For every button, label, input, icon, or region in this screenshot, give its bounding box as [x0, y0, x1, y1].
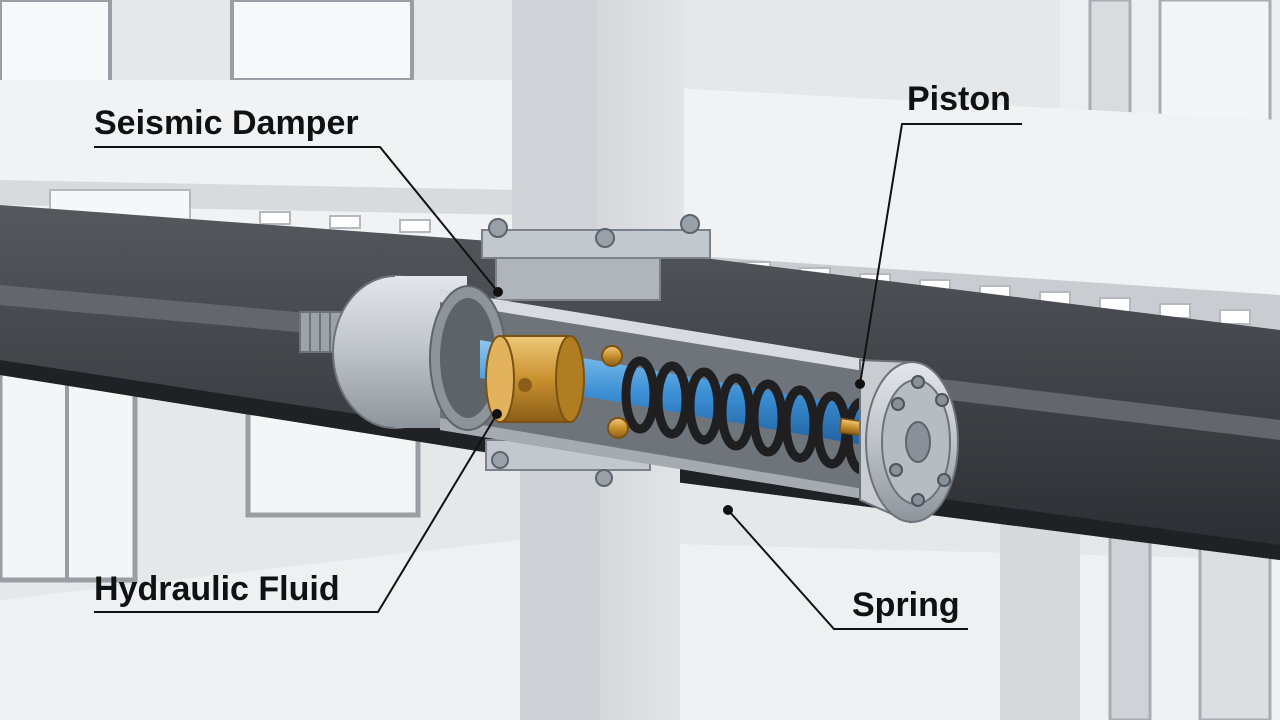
label-hydraulic-fluid: Hydraulic Fluid [94, 570, 340, 608]
label-seismic-damper: Seismic Damper [94, 104, 359, 142]
leader-dot-spring [723, 505, 733, 515]
leader-line-seismic-damper [94, 146, 499, 293]
leader-line-piston [859, 123, 1022, 385]
label-piston: Piston [907, 80, 1011, 118]
brass-piston-head [485, 335, 585, 423]
leader-dot-hydraulic-fluid [492, 409, 502, 419]
label-spring: Spring [852, 586, 960, 624]
leader-dot-piston [855, 379, 865, 389]
damper-cylinder [299, 275, 959, 524]
leader-dot-seismic-damper [493, 287, 503, 297]
leader-lines [94, 123, 1022, 630]
leader-line-hydraulic-fluid [94, 413, 498, 613]
concrete-column [512, 0, 684, 720]
leader-line-spring [727, 509, 968, 630]
